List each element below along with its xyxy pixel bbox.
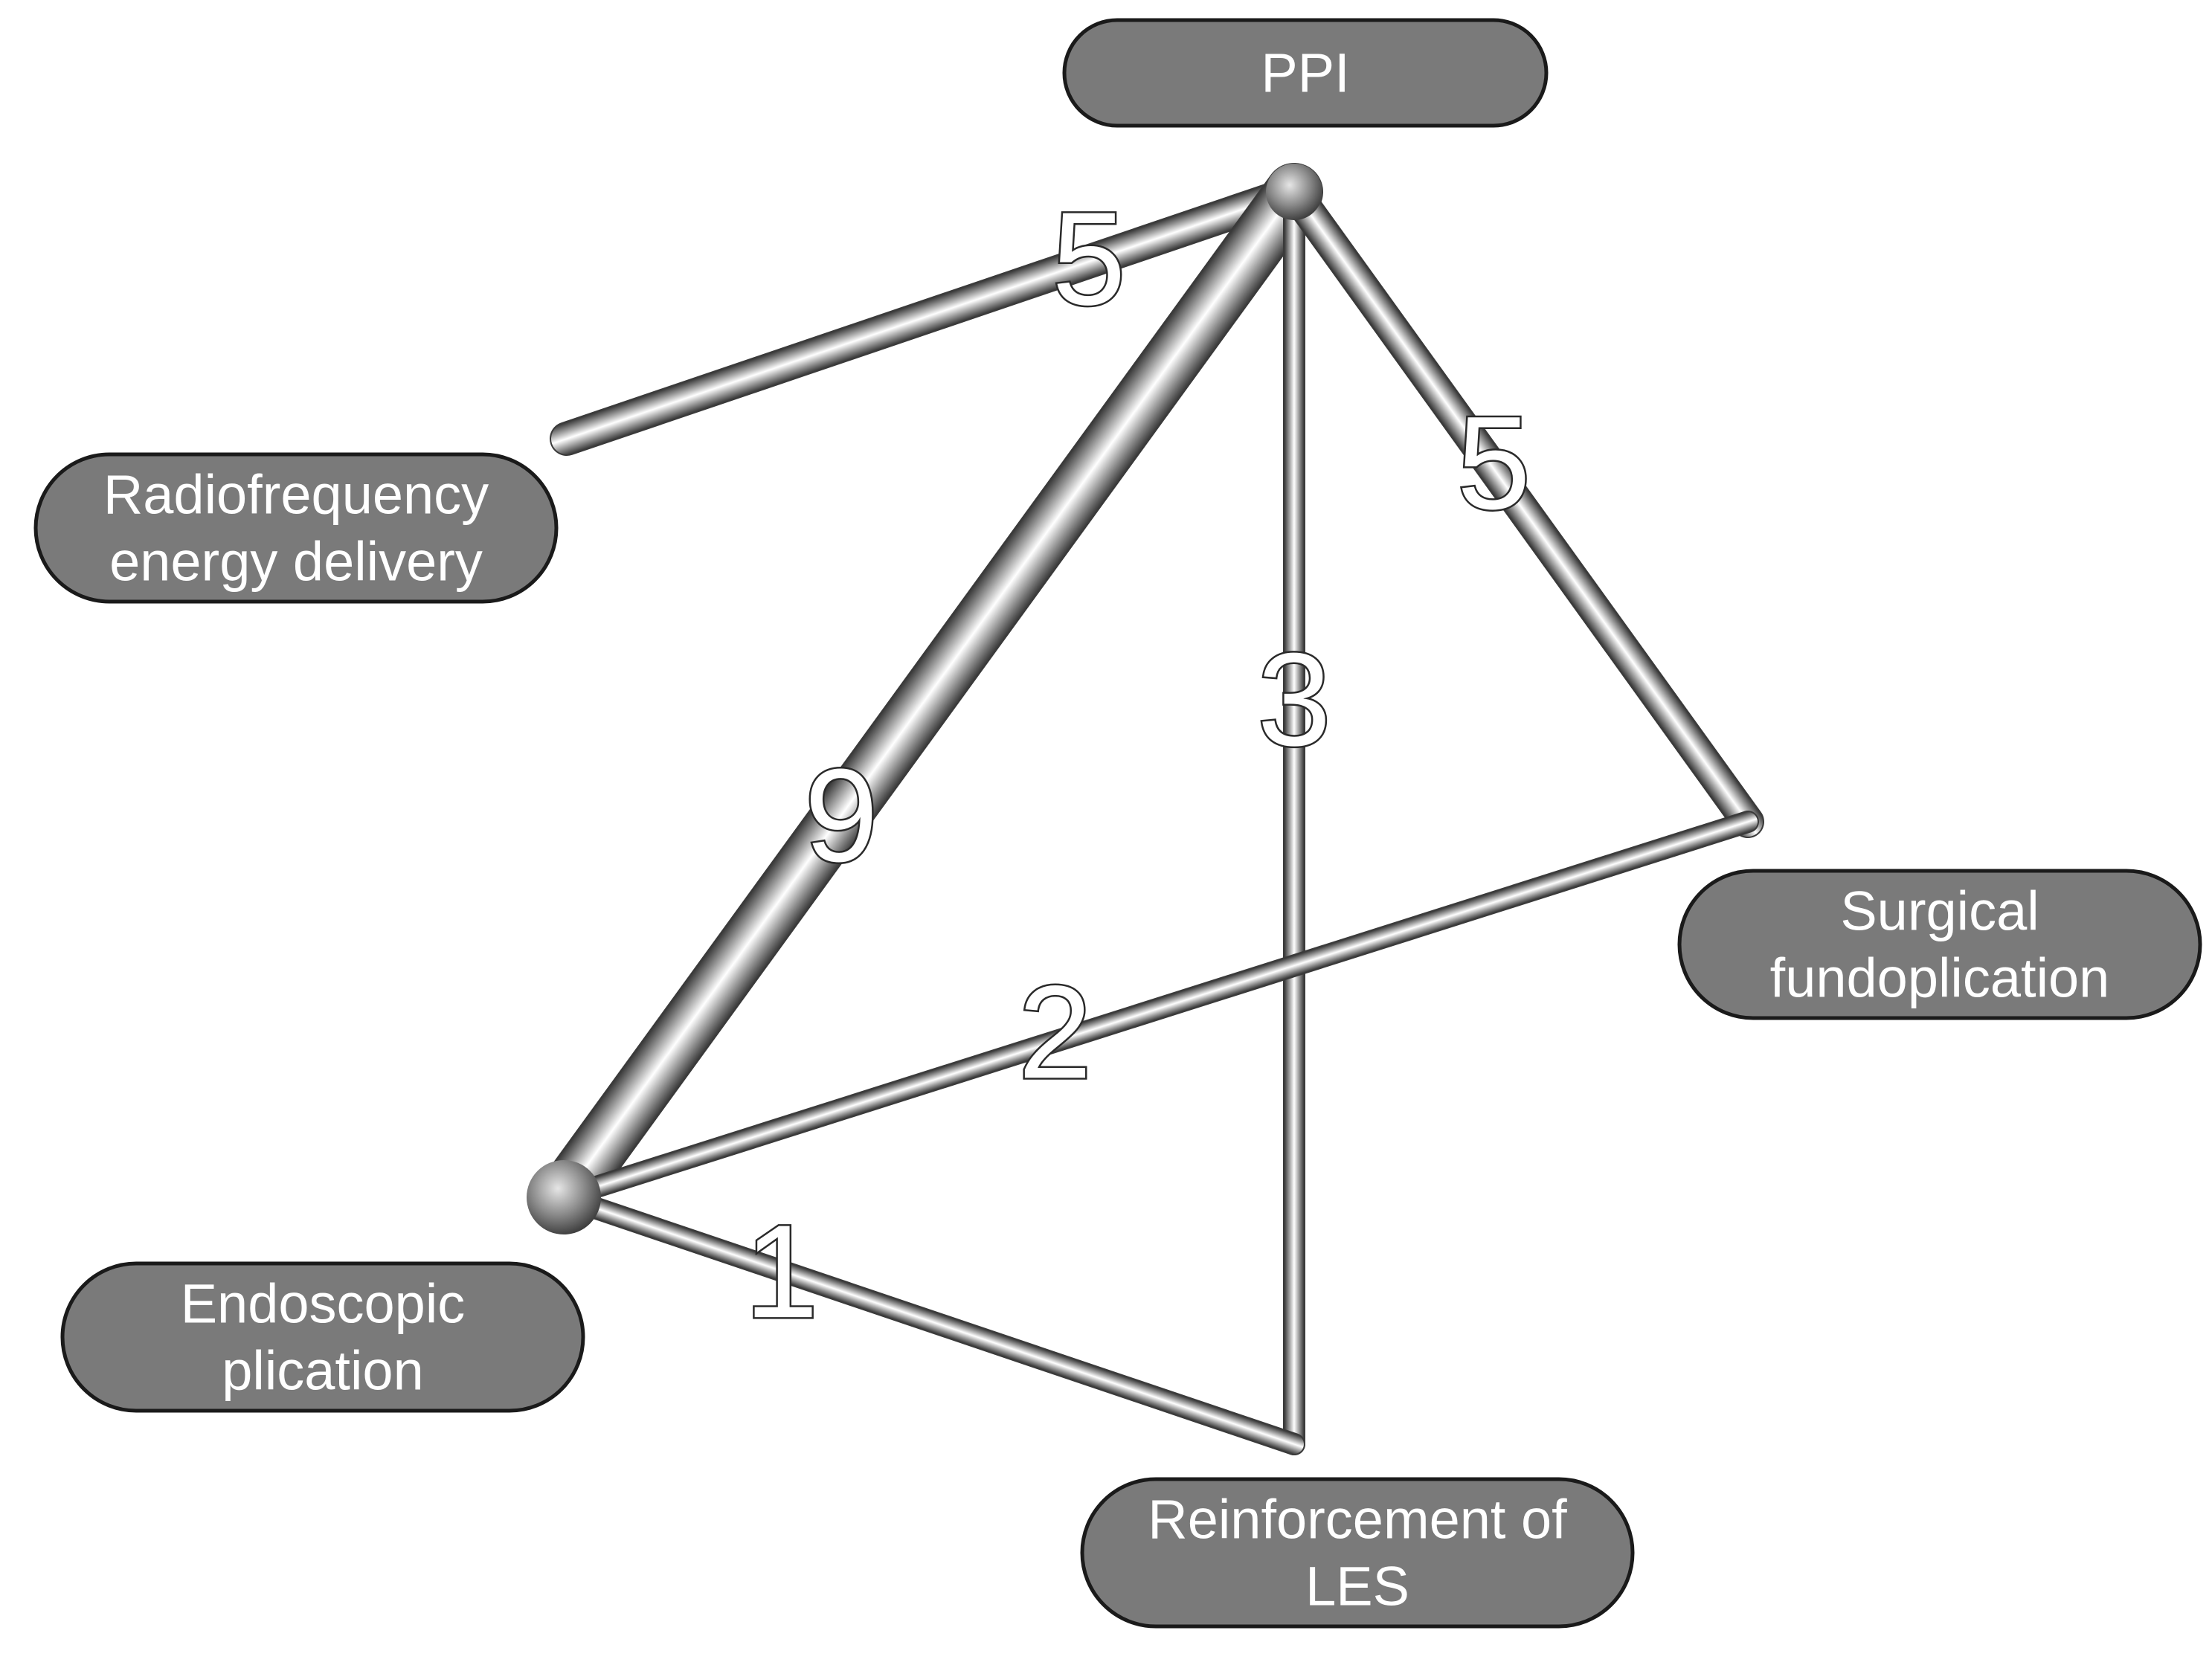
edge-label-ep-les: 1 — [745, 1197, 818, 1345]
edge-label-ppi-rf: 5 — [1052, 184, 1125, 332]
edge-ppi-ep — [536, 164, 1322, 1225]
edge-label-sf-ep: 2 — [1018, 958, 1092, 1106]
node-knob-ep — [527, 1160, 601, 1234]
node-label-rf-line-2: energy delivery — [109, 531, 483, 593]
edge-ppi-sf — [1279, 177, 1763, 837]
node-label-rf-line-1: Radiofrequency — [103, 464, 489, 526]
node-label-ppi-line-1: PPI — [1261, 42, 1349, 104]
node-label-sf-line-2: fundoplication — [1770, 947, 2110, 1009]
node-pill-ppi — [1062, 18, 1549, 128]
edge-ep-les — [554, 1188, 1304, 1454]
node-pill-les — [1080, 1477, 1635, 1629]
node-label-les-line-1: Reinforcement of — [1148, 1489, 1567, 1551]
node-pill-ep — [60, 1261, 585, 1413]
node-knobs-layer — [527, 164, 1322, 1234]
node-label-sf-line-1: Surgical — [1840, 880, 2039, 942]
node-label-les-line-2: LES — [1305, 1556, 1409, 1617]
node-label-ep-line-1: Endoscopic — [181, 1273, 466, 1335]
edge-sf-ep — [554, 812, 1758, 1207]
node-label-ep-line-2: plication — [222, 1340, 424, 1402]
edge-ppi-rf — [551, 176, 1310, 454]
edges-layer — [535, 163, 1764, 1455]
node-pill-sf — [1677, 869, 2202, 1020]
edge-label-ppi-sf: 5 — [1457, 389, 1531, 537]
node-pill-rf — [33, 452, 559, 604]
edge-label-ppi-les: 3 — [1258, 625, 1331, 773]
node-ppi: PPI — [1062, 18, 1549, 128]
edge-label-ppi-ep: 9 — [805, 741, 878, 889]
node-knob-ppi — [1266, 164, 1322, 220]
